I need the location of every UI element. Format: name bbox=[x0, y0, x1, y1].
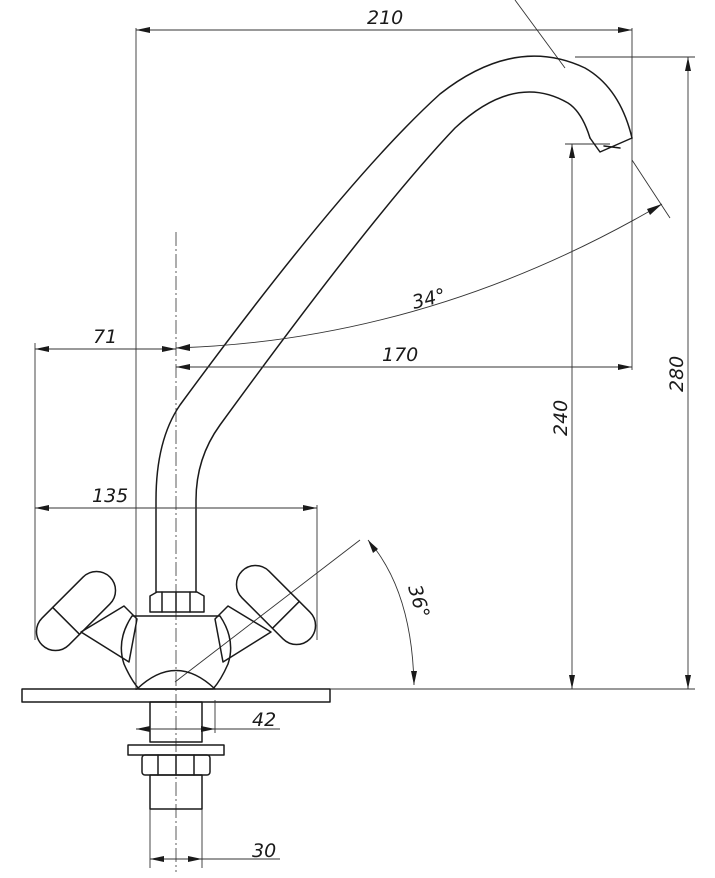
dimension-30: 30 bbox=[150, 840, 280, 862]
angle-34: 34° bbox=[175, 203, 663, 351]
faucet-body bbox=[21, 55, 633, 703]
spout-inner bbox=[195, 91, 591, 593]
spout-tip bbox=[589, 137, 633, 153]
dim-71-label: 71 bbox=[93, 326, 117, 348]
left-valve-stem bbox=[80, 605, 138, 663]
dimension-170: 170 bbox=[176, 344, 632, 370]
angle-36: 36° bbox=[367, 539, 434, 686]
dimension-71: 71 bbox=[35, 326, 176, 352]
right-handle bbox=[235, 564, 317, 646]
right-valve-stem bbox=[214, 605, 272, 663]
spout-tip-detail bbox=[603, 145, 621, 149]
mounting-shank bbox=[127, 701, 225, 810]
dim-170-label: 170 bbox=[382, 344, 418, 366]
mixer-body bbox=[120, 615, 232, 690]
dimension-280: 280 bbox=[666, 57, 691, 689]
supply-pipe bbox=[149, 774, 203, 810]
dim-280-label: 280 bbox=[666, 356, 688, 392]
body-dome bbox=[136, 669, 216, 690]
angle-34-label: 34° bbox=[410, 284, 448, 313]
dimension-240: 240 bbox=[550, 144, 575, 689]
dim-240-label: 240 bbox=[550, 400, 572, 436]
left-handle bbox=[35, 570, 117, 652]
dimension-42: 42 bbox=[136, 700, 280, 733]
dimension-135: 135 bbox=[35, 485, 317, 511]
dim-135-label: 135 bbox=[92, 485, 128, 507]
dim-30-label: 30 bbox=[252, 840, 276, 862]
spout-outer bbox=[155, 55, 633, 593]
angle-36-label: 36° bbox=[403, 582, 433, 620]
dim-42-label: 42 bbox=[252, 709, 276, 731]
hex-nut bbox=[149, 591, 205, 613]
dim-210-label: 210 bbox=[367, 7, 403, 29]
dimension-210: 210 bbox=[136, 7, 632, 33]
extension-lines bbox=[34, 0, 695, 868]
